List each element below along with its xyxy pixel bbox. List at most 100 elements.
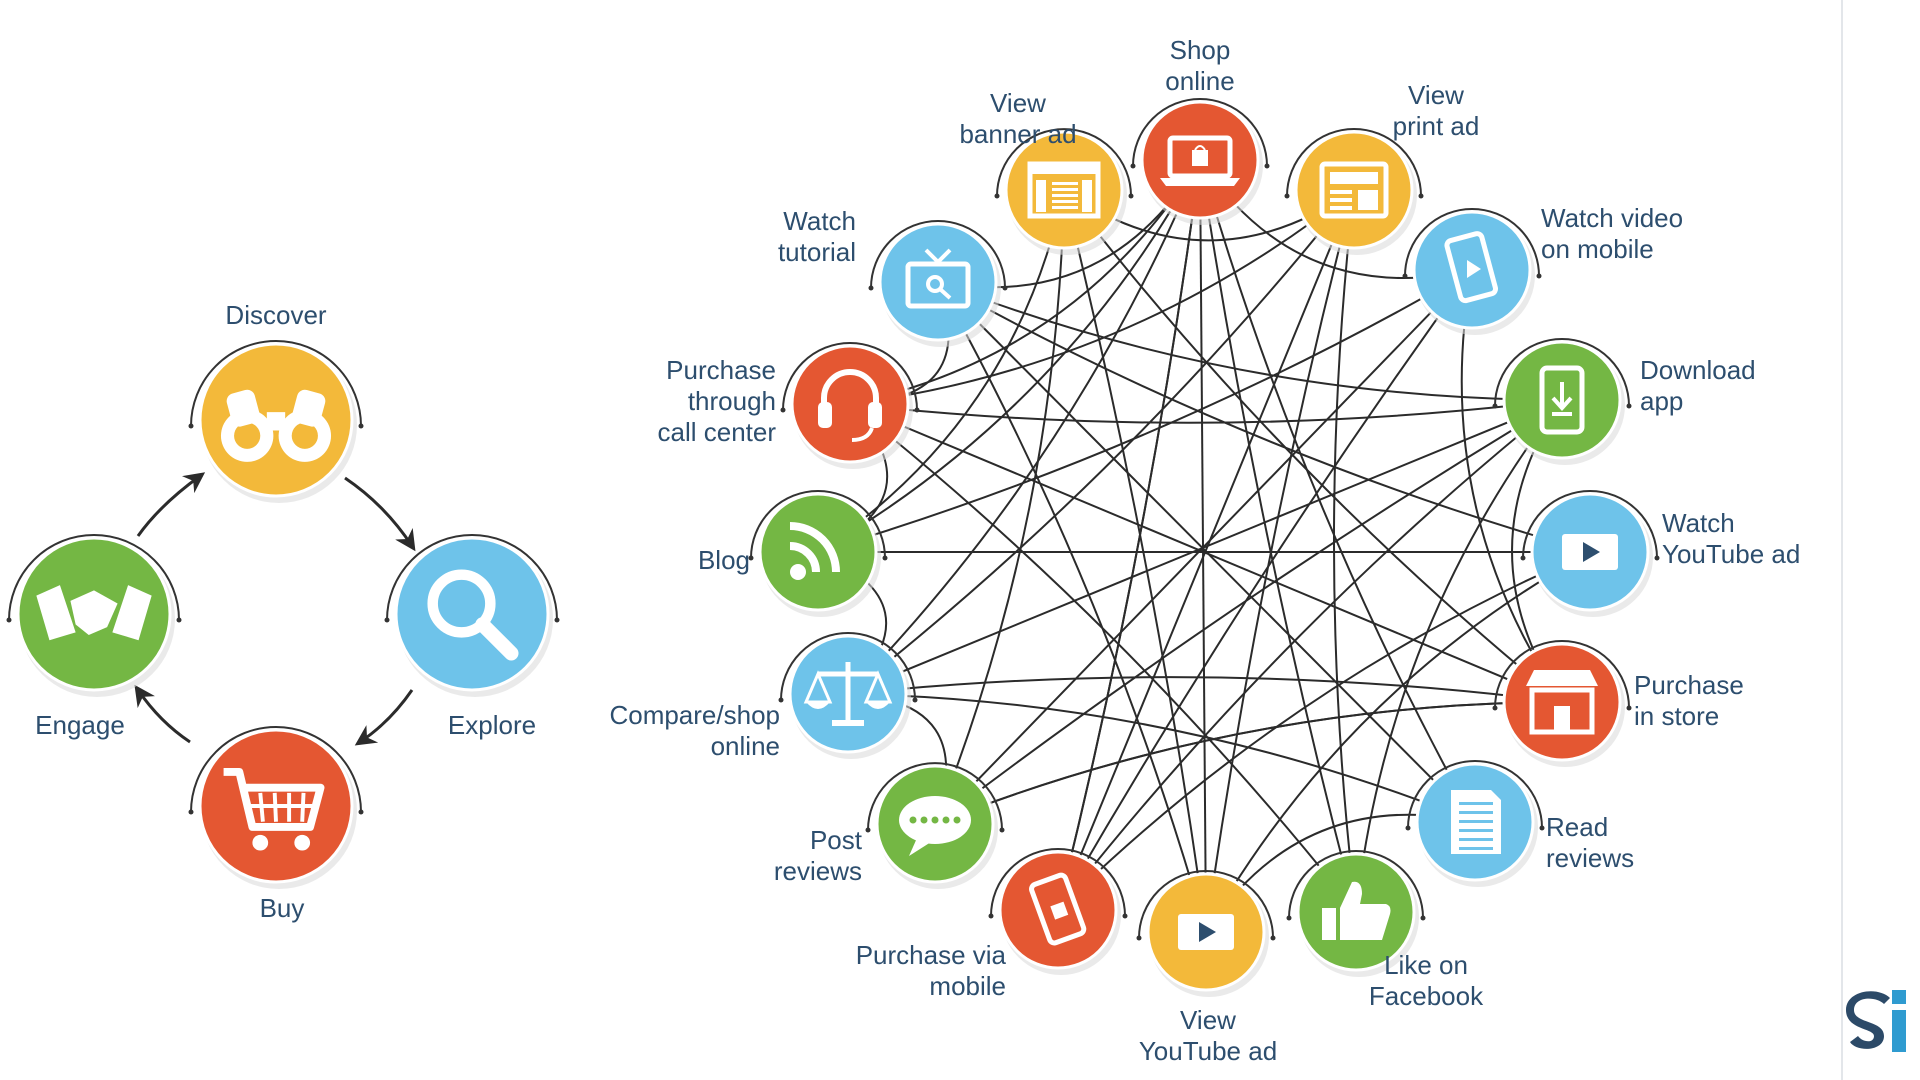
cycle-nodes <box>6 340 560 889</box>
connection-line <box>849 399 1563 424</box>
connection-line <box>934 399 1563 825</box>
label-call-center-line: Purchase <box>666 355 776 385</box>
node-compare-shop <box>778 632 918 759</box>
node-purchase-in-store <box>1492 640 1632 767</box>
cycle-node-discover <box>188 340 364 503</box>
node-like-facebook <box>1286 850 1426 977</box>
laptop-bag-icon <box>1160 135 1240 186</box>
connection-line <box>1057 189 1355 911</box>
thumbs-up-icon <box>1322 881 1391 940</box>
label-watch-video-mobile-line: Watch video <box>1541 203 1684 233</box>
label-watch-tutorial-line: Watch <box>783 206 856 236</box>
connection-line <box>847 159 1201 695</box>
label-watch-youtube-ad-line: Watch <box>1662 508 1735 538</box>
storefront-icon <box>1526 670 1598 735</box>
connection-line <box>847 693 1476 823</box>
connection-line <box>849 403 1357 913</box>
label-view-print-ad-line: print ad <box>1392 111 1480 141</box>
cycle-label-engage: Engage <box>35 710 125 740</box>
magnifier-icon <box>427 569 519 661</box>
shopping-cart-icon <box>223 768 325 851</box>
label-like-facebook-line: Like on <box>1384 950 1468 980</box>
app-download-icon <box>1539 365 1585 435</box>
connection-line <box>1199 159 1357 913</box>
connection-line <box>937 281 1563 401</box>
node-read-reviews <box>1405 760 1545 887</box>
connection-line <box>934 189 1065 825</box>
node-watch-youtube-ad <box>1520 490 1660 617</box>
node-view-banner-ad <box>994 128 1134 255</box>
cycle-label-buy: Buy <box>259 893 305 923</box>
connection-line <box>847 676 1563 703</box>
mobile-video-icon <box>1444 231 1499 304</box>
video-play-icon <box>1562 534 1618 570</box>
cycle-node-explore <box>384 534 560 697</box>
label-purchase-mobile-line: Purchase via <box>855 940 1006 970</box>
tv-tutorial-icon <box>905 248 971 309</box>
node-post-reviews <box>865 762 1005 889</box>
label-read-reviews-line: Read <box>1546 812 1609 842</box>
connection-line <box>1063 189 1207 933</box>
cycle-arrow <box>134 684 191 744</box>
node-shop-online <box>1130 98 1270 225</box>
document-icon <box>1451 790 1501 854</box>
connection-line <box>1205 189 1355 933</box>
cycle-node-engage <box>6 534 182 697</box>
label-view-youtube-ad-line: YouTube ad <box>1138 1036 1278 1066</box>
label-call-center-line: call center <box>657 417 777 447</box>
label-purchase-in-store-line: Purchase <box>1634 670 1744 700</box>
label-shop-online-line: Shop <box>1169 35 1231 65</box>
connection-line <box>1057 551 1591 911</box>
video-play-icon <box>1178 914 1234 950</box>
node-view-youtube-ad <box>1136 870 1276 997</box>
connection-line <box>937 281 1476 823</box>
connection-line <box>1355 399 1563 913</box>
connection-line <box>847 399 1563 695</box>
connection-lines <box>817 159 1591 933</box>
label-watch-tutorial-line: tutorial <box>777 237 856 267</box>
label-call-center-line: through <box>687 386 776 416</box>
label-view-banner-ad-line: View <box>990 88 1046 118</box>
label-post-reviews-line: reviews <box>773 856 862 886</box>
cycle-node-buy <box>188 726 364 889</box>
label-shop-online-line: online <box>1165 66 1235 96</box>
label-view-banner-ad-line: banner ad <box>959 119 1077 149</box>
binoculars-icon <box>220 389 332 462</box>
node-blog <box>748 490 888 617</box>
connection-line <box>847 189 1355 695</box>
node-view-print-ad <box>1284 128 1424 255</box>
connection-line <box>1057 159 1201 911</box>
node-watch-video-mobile <box>1402 208 1542 335</box>
handshake-icon <box>36 585 152 641</box>
connection-line <box>849 189 1355 405</box>
cycle-arrow <box>354 689 414 746</box>
connection-line <box>937 281 1207 933</box>
connection-line <box>937 281 1591 553</box>
label-like-facebook-line: Facebook <box>1368 981 1484 1011</box>
label-post-reviews-line: Post <box>809 825 862 855</box>
label-download-app-line: Download <box>1640 355 1756 385</box>
label-download-app-line: app <box>1640 386 1684 416</box>
scales-icon <box>803 662 893 726</box>
label-blog: Blog <box>698 545 750 576</box>
label-compare-shop-line: online <box>710 731 780 761</box>
label-watch-youtube-ad-line: YouTube ad <box>1662 539 1801 569</box>
cycle-label-explore: Explore <box>447 710 537 740</box>
label-read-reviews-line: reviews <box>1546 843 1635 873</box>
newspaper-icon <box>1319 161 1389 219</box>
cycle-arrows <box>134 472 416 746</box>
review-bubble-icon <box>899 796 971 856</box>
connection-line <box>1057 399 1563 911</box>
network-nodes <box>748 98 1660 997</box>
connection-line <box>849 159 1201 405</box>
